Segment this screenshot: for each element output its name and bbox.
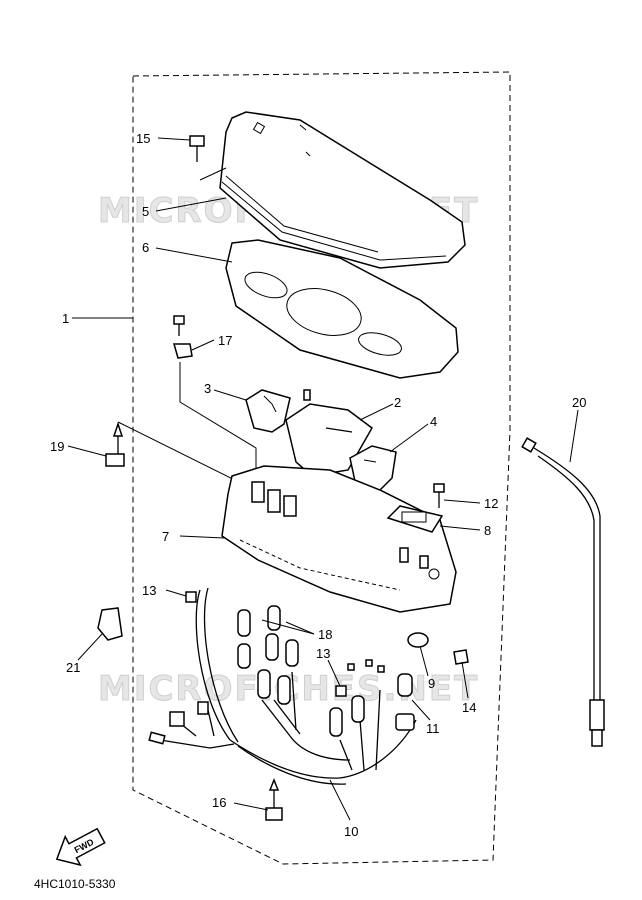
- part-13-screw-upper[interactable]: [185, 591, 197, 603]
- part-6-meter-panel[interactable]: [225, 239, 459, 379]
- part-15-screw[interactable]: [189, 135, 227, 181]
- part-5-meter-cover[interactable]: [219, 111, 466, 269]
- part-19-screw[interactable]: [105, 421, 125, 467]
- callout-labels: 15 5 6 1 17 3 2 4 19 7 12 8 13 18 13 9 1…: [50, 131, 586, 839]
- part-17-screw-clip[interactable]: [173, 315, 193, 359]
- part-13-screw-lower[interactable]: [335, 659, 385, 697]
- callout-19: 19: [50, 439, 64, 454]
- part-8-plate[interactable]: [386, 505, 444, 533]
- callout-12: 12: [484, 496, 498, 511]
- callout-10: 10: [344, 824, 358, 839]
- callout-7: 7: [162, 529, 169, 544]
- part-3-gauge[interactable]: [245, 389, 291, 433]
- leader-lines: [67, 137, 579, 821]
- part-21-clip[interactable]: [97, 607, 123, 641]
- part-7-meter-case[interactable]: [221, 465, 457, 613]
- callout-1: 1: [62, 311, 69, 326]
- callout-8: 8: [484, 523, 491, 538]
- callout-5: 5: [142, 204, 149, 219]
- callout-2: 2: [394, 395, 401, 410]
- callout-11: 11: [426, 721, 440, 736]
- callout-16: 16: [212, 795, 226, 810]
- callout-15: 15: [136, 131, 150, 146]
- callout-9: 9: [428, 676, 435, 691]
- callout-21: 21: [66, 660, 80, 675]
- callout-20: 20: [572, 395, 586, 410]
- fwd-arrow-icon: FWD: [55, 827, 106, 867]
- part-16-screw[interactable]: [265, 777, 283, 821]
- diagram-code: 4HC1010-5330: [34, 877, 116, 891]
- callout-13-lower: 13: [316, 646, 330, 661]
- part-10-wire-harness[interactable]: [159, 587, 417, 785]
- harness-connectors: [148, 701, 209, 745]
- callout-4: 4: [430, 414, 437, 429]
- assembly-boundary: [132, 71, 511, 865]
- part-9-grommet[interactable]: [407, 632, 429, 648]
- leader-17-to-body: [179, 362, 257, 488]
- callout-14: 14: [462, 700, 476, 715]
- callout-6: 6: [142, 240, 149, 255]
- part-12-screw[interactable]: [433, 483, 445, 508]
- callout-13-upper: 13: [142, 583, 156, 598]
- callout-3: 3: [204, 381, 211, 396]
- part-18-bulb-sockets[interactable]: [237, 605, 365, 737]
- part-11-bulb-socket[interactable]: [395, 673, 415, 731]
- part-20-speedometer-cable[interactable]: [521, 437, 605, 747]
- callout-17: 17: [218, 333, 232, 348]
- callout-18: 18: [318, 627, 332, 642]
- part-14-screw[interactable]: [453, 649, 469, 665]
